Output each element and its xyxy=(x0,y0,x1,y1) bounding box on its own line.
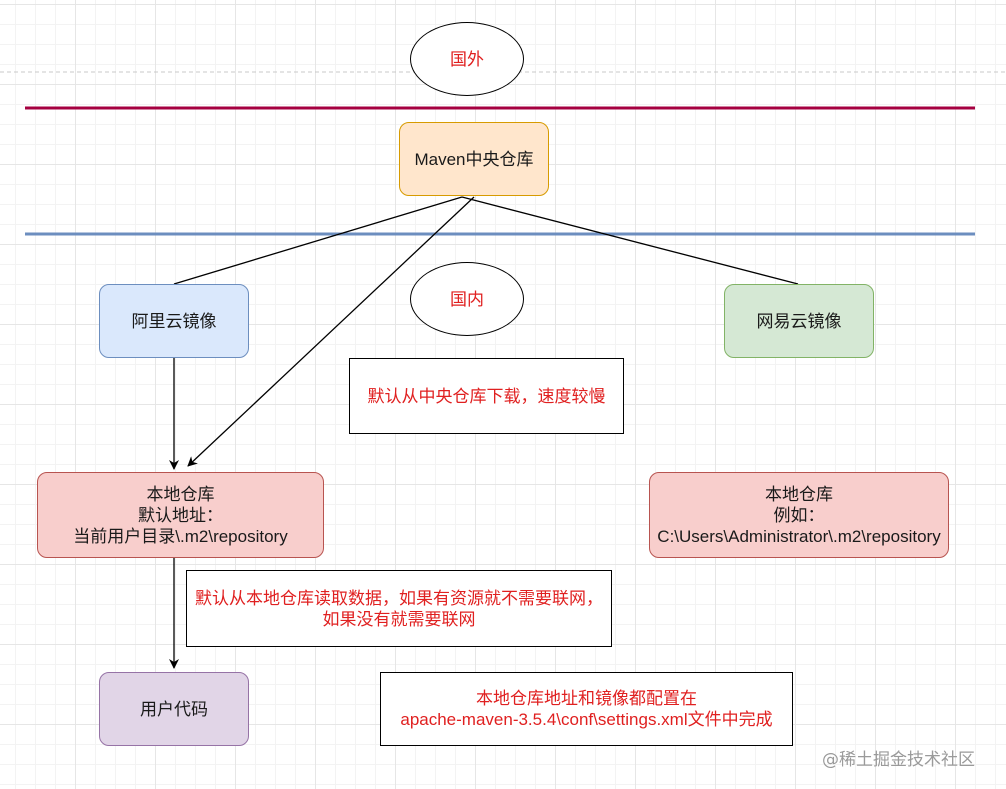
local-repo-example-label: 例如： xyxy=(773,505,825,525)
config-note: 本地仓库地址和镜像都配置在 apache-maven-3.5.4\conf\se… xyxy=(380,672,793,746)
maven-central-node: Maven中央仓库 xyxy=(399,122,549,196)
user-code-node: 用户代码 xyxy=(99,672,249,746)
central-download-note-text: 默认从中央仓库下载，速度较慢 xyxy=(367,386,606,406)
domestic-label: 国内 xyxy=(450,289,484,309)
local-read-note-line1: 默认从本地仓库读取数据，如果有资源就不需要联网， xyxy=(195,588,603,608)
watermark: @稀土掘金技术社区 xyxy=(822,750,975,770)
maven-central-label: Maven中央仓库 xyxy=(414,149,534,169)
foreign-ellipse: 国外 xyxy=(410,22,524,96)
local-repo-example-node: 本地仓库 例如： C:\Users\Administrator\.m2\repo… xyxy=(649,472,949,558)
edge-central-to-local-arrow xyxy=(187,196,475,467)
central-download-note: 默认从中央仓库下载，速度较慢 xyxy=(349,358,624,434)
netease-mirror-label: 网易云镜像 xyxy=(756,311,842,331)
local-repo-example-path: C:\Users\Administrator\.m2\repository xyxy=(657,526,941,546)
local-repo-example-title: 本地仓库 xyxy=(765,484,833,504)
local-read-note: 默认从本地仓库读取数据，如果有资源就不需要联网， 如果没有就需要联网 xyxy=(186,570,612,647)
netease-mirror-node: 网易云镜像 xyxy=(724,284,874,358)
local-repo-default-node: 本地仓库 默认地址： 当前用户目录\.m2\repository xyxy=(37,472,324,558)
aliyun-mirror-node: 阿里云镜像 xyxy=(99,284,249,358)
edge-central-to-aliyun xyxy=(173,196,463,285)
local-read-note-line2: 如果没有就需要联网 xyxy=(322,609,476,629)
local-repo-title: 本地仓库 xyxy=(146,484,215,504)
local-repo-default-label: 默认地址： xyxy=(138,505,223,525)
aliyun-mirror-label: 阿里云镜像 xyxy=(131,311,217,331)
foreign-label: 国外 xyxy=(450,49,484,69)
domestic-ellipse: 国内 xyxy=(410,262,524,336)
config-note-line1: 本地仓库地址和镜像都配置在 xyxy=(476,689,697,708)
config-note-line2: apache-maven-3.5.4\conf\settings.xml文件中完… xyxy=(400,710,773,729)
user-code-label: 用户代码 xyxy=(140,699,208,719)
local-repo-default-path: 当前用户目录\.m2\repository xyxy=(73,526,288,546)
edge-central-to-netease xyxy=(461,196,799,285)
